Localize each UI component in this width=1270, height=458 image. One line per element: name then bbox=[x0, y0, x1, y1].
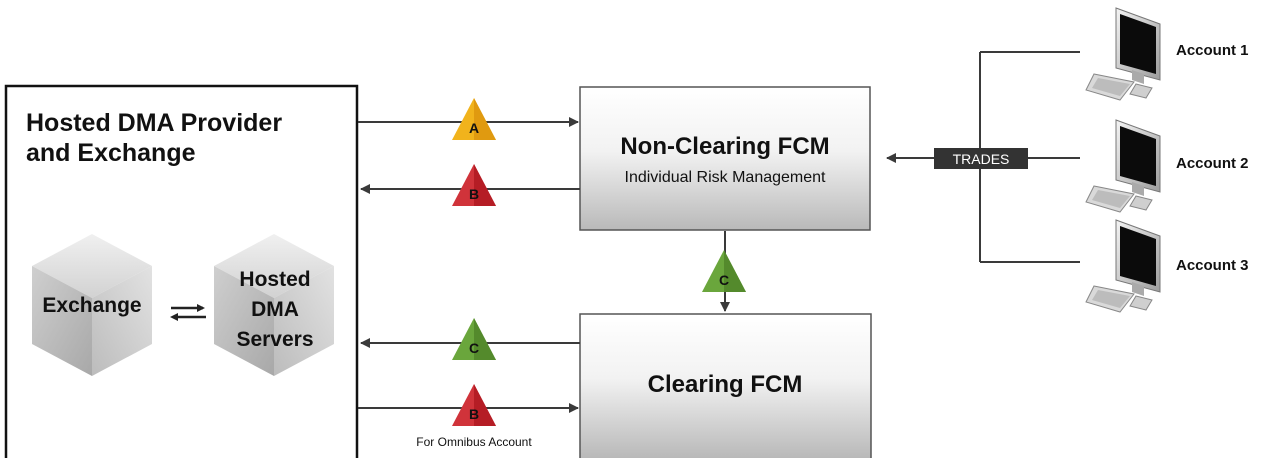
bidirectional-arrows-icon bbox=[170, 304, 206, 321]
marker-c-left-label: C bbox=[469, 340, 479, 356]
servers-label-line1: Hosted bbox=[239, 268, 310, 291]
marker-b-top-label: B bbox=[469, 186, 479, 202]
provider-title-line2: and Exchange bbox=[26, 139, 196, 167]
non-clearing-fcm-box: Non-Clearing FCM Individual Risk Managem… bbox=[579, 86, 871, 231]
marker-b-bottom: B bbox=[452, 384, 496, 426]
marker-a: A bbox=[452, 98, 496, 140]
account-3-label: Account 3 bbox=[1176, 257, 1249, 274]
servers-label-line3: Servers bbox=[236, 328, 313, 351]
trades-label: TRADES bbox=[953, 151, 1010, 167]
marker-c-middle: C bbox=[702, 250, 746, 292]
omnibus-note: For Omnibus Account bbox=[416, 435, 532, 449]
account-2-label: Account 2 bbox=[1176, 155, 1249, 172]
clearing-title: Clearing FCM bbox=[648, 371, 803, 398]
non-clearing-subtitle: Individual Risk Management bbox=[625, 169, 827, 186]
account-1-label: Account 1 bbox=[1176, 42, 1249, 59]
non-clearing-title: Non-Clearing FCM bbox=[620, 133, 829, 160]
provider-title-line1: Hosted DMA Provider bbox=[26, 109, 282, 137]
servers-label-line2: DMA bbox=[251, 298, 299, 321]
marker-b-top: B bbox=[452, 164, 496, 206]
marker-c-middle-label: C bbox=[719, 272, 729, 288]
computer-icon-account-2 bbox=[1085, 119, 1161, 213]
marker-a-label: A bbox=[469, 120, 479, 136]
exchange-cube: Exchange bbox=[32, 234, 152, 376]
exchange-label: Exchange bbox=[42, 294, 141, 317]
computer-icon-account-3 bbox=[1085, 219, 1161, 313]
marker-c-left: C bbox=[452, 318, 496, 360]
clearing-fcm-box: Clearing FCM bbox=[579, 313, 872, 458]
provider-panel: Hosted DMA Provider and Exchange Exchang… bbox=[4, 84, 359, 458]
trades-badge: TRADES bbox=[934, 148, 1028, 169]
computer-icon-account-1 bbox=[1085, 7, 1161, 101]
marker-b-bottom-label: B bbox=[469, 406, 479, 422]
dma-servers-cube: Hosted DMA Servers bbox=[214, 234, 334, 376]
